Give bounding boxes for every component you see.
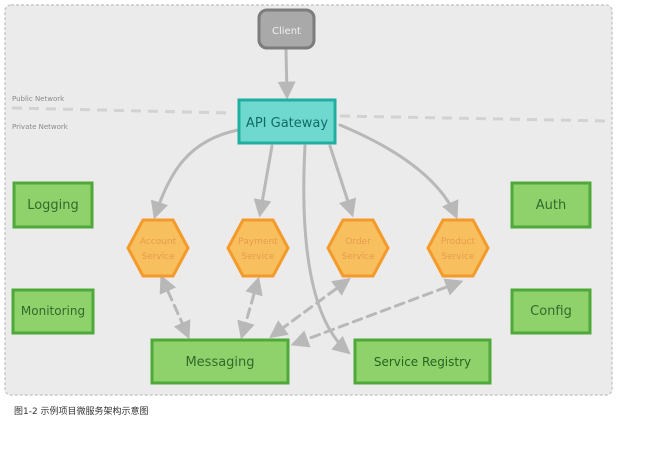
logging-node: Logging xyxy=(12,181,94,229)
order-service-node: Order Service xyxy=(326,218,390,278)
network-boundary-line xyxy=(11,106,609,123)
product-service-hexagon xyxy=(426,218,490,278)
auth-label: Auth xyxy=(536,198,566,213)
api-gateway-box xyxy=(237,98,337,145)
product-service-line1: Product xyxy=(441,237,476,247)
auth-node: Auth xyxy=(510,181,592,229)
messaging-box xyxy=(150,338,290,385)
public-network-label: Public Network xyxy=(12,95,65,103)
product-service-node: Product Service xyxy=(426,218,490,278)
monitoring-label: Monitoring xyxy=(21,304,85,318)
client-to-gateway-arrow xyxy=(277,48,296,100)
product-messaging-link xyxy=(290,278,464,348)
account-service-line2: Service xyxy=(141,252,175,262)
payment-service-line1: Payment xyxy=(238,237,278,247)
messaging-node: Messaging xyxy=(150,338,290,385)
messaging-label: Messaging xyxy=(185,355,254,370)
api-gateway-node: API Gateway xyxy=(237,98,337,145)
private-network-label: Private Network xyxy=(12,123,69,131)
payment-service-line2: Service xyxy=(241,252,275,262)
order-service-hexagon xyxy=(326,218,390,278)
client-label: Client xyxy=(272,26,301,37)
service-registry-node: Service Registry xyxy=(353,338,492,385)
monitoring-box xyxy=(11,288,95,335)
account-service-line1: Account xyxy=(140,237,177,247)
client-box xyxy=(257,8,316,50)
order-service-line2: Service xyxy=(341,252,375,262)
config-label: Config xyxy=(530,304,572,319)
gateway-to-product-arrow xyxy=(338,123,459,220)
product-service-line2: Service xyxy=(441,252,475,262)
account-service-hexagon xyxy=(126,218,190,278)
payment-service-node: Payment Service xyxy=(226,218,290,278)
auth-box xyxy=(510,181,592,229)
service-registry-box xyxy=(353,338,492,385)
monitoring-node: Monitoring xyxy=(11,288,95,335)
order-service-line1: Order xyxy=(345,237,371,247)
account-messaging-link xyxy=(159,274,191,340)
gateway-to-account-arrow xyxy=(150,128,240,220)
gateway-to-payment-arrow xyxy=(253,144,274,218)
service-registry-label: Service Registry xyxy=(374,355,471,369)
account-service-node: Account Service xyxy=(126,218,190,278)
figure-caption: 图1-2 示例项目微服务架构示意图 xyxy=(14,407,149,417)
logging-box xyxy=(12,181,94,229)
logging-label: Logging xyxy=(27,198,79,213)
api-gateway-label: API Gateway xyxy=(246,116,328,131)
client-node: Client xyxy=(257,8,316,50)
config-node: Config xyxy=(510,288,592,335)
gateway-to-order-arrow xyxy=(328,144,357,218)
payment-messaging-link xyxy=(237,276,263,340)
payment-service-hexagon xyxy=(226,218,290,278)
config-box xyxy=(510,288,592,335)
